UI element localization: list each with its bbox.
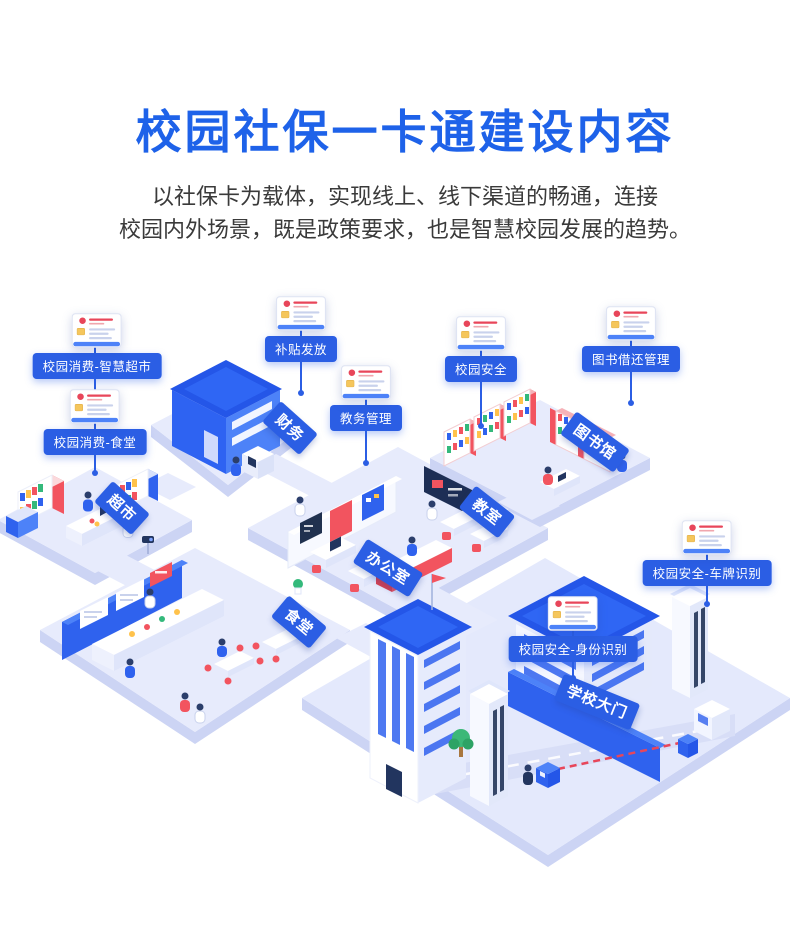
page-title: 校园社保一卡通建设内容 [135,106,675,158]
callout-label: 校园消费-食堂 [43,429,147,455]
card-reader-turnstile [536,762,560,788]
callout-identity-recognition: 校园安全-身份识别 [508,596,638,662]
callout-label: 校园消费-智慧超市 [32,353,162,379]
tree [448,729,474,757]
subtitle-line-1: 以社保卡为载体，实现线上、线下渠道的畅通，连接 [151,184,658,209]
social-security-card-icon [606,306,656,341]
person [407,536,417,556]
callout-canteen-consumption: 校园消费-食堂 [43,389,147,455]
dining-table [204,644,264,685]
person [125,658,135,678]
person [231,456,241,476]
callout-campus-security: 校园安全 [444,316,518,382]
social-security-card-icon [72,313,122,348]
callout-academic-affairs: 教务管理 [329,365,403,431]
person [83,491,93,512]
social-security-card-icon [548,596,598,631]
gate-pillar-right [670,584,710,698]
person [180,692,190,712]
connector-line [478,349,484,429]
person [194,703,206,724]
person [426,500,438,521]
social-security-card-icon [70,389,120,424]
page-subtitle: 以社保卡为载体，实现线上、线下渠道的畅通，连接 校园内外场景，既是政策要求，也是… [0,180,810,246]
dining-table [252,622,312,663]
cctv-camera-icon [142,536,154,554]
person [523,764,533,785]
atm-kiosk [242,446,274,479]
social-security-card-icon [276,296,326,331]
callout-label: 校园安全 [444,356,518,382]
callout-label: 补贴发放 [264,336,338,362]
callout-label: 校园安全-车牌识别 [642,560,772,586]
subtitle-line-2: 校园内外场景，既是政策要求，也是智慧校园发展的趋势。 [118,217,691,242]
bookshelf [503,388,536,437]
callout-plate-recognition: 校园安全-车牌识别 [642,520,772,586]
card-reader-turnstile [678,734,698,758]
person [543,466,553,485]
person [217,638,227,657]
person [144,588,156,609]
flag-icon [432,574,446,583]
callout-label: 图书借还管理 [581,346,681,372]
social-security-card-icon [341,365,391,400]
callout-smart-supermarket: 校园消费-智慧超市 [32,313,162,379]
social-security-card-icon [456,316,506,351]
callout-subsidy-distribution: 补贴发放 [264,296,338,362]
guard-booth [694,700,730,740]
canteen-area [62,560,312,724]
callout-label: 校园安全-身份识别 [508,636,638,662]
callout-library-borrowing: 图书借还管理 [581,306,681,372]
freezer [6,506,38,538]
callout-label: 教务管理 [329,405,403,431]
social-security-card-icon [682,520,732,555]
gate-pillar-left [468,680,510,806]
barrier-line [557,740,685,771]
plant [293,579,303,595]
office-desk [310,536,356,573]
serving-counter [92,589,224,671]
main-building [364,574,472,804]
finance-building [170,360,282,479]
person [294,496,306,517]
